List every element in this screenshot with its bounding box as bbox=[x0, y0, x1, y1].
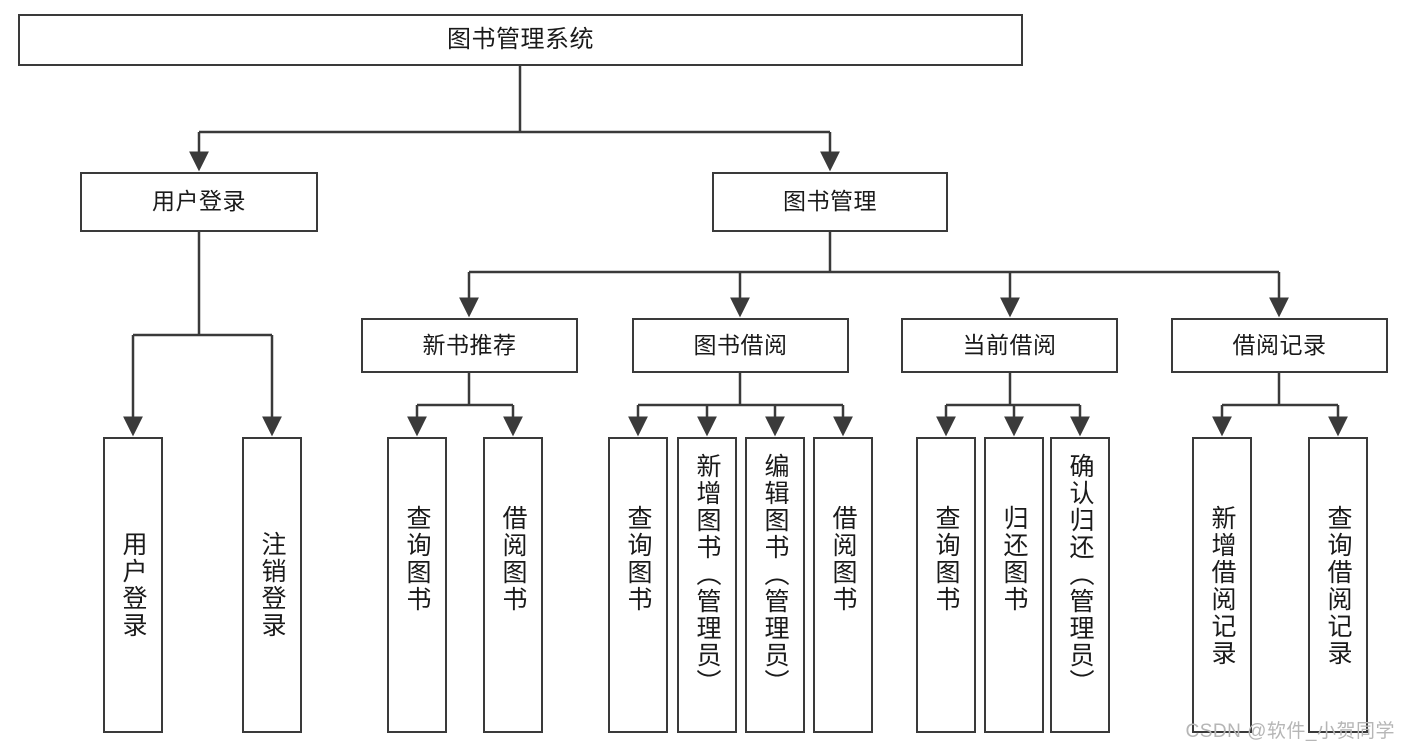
node-leaf-add-record[interactable]: 新增借阅记录 bbox=[1192, 437, 1252, 733]
node-leaf-edit-book[interactable]: 编辑图书（管理员） bbox=[745, 437, 805, 733]
node-new-book-recommend[interactable]: 新书推荐 bbox=[361, 318, 578, 373]
node-label: 新增借阅记录 bbox=[1208, 505, 1236, 667]
node-leaf-return-book[interactable]: 归还图书 bbox=[984, 437, 1044, 733]
node-label: 图书管理系统 bbox=[447, 25, 594, 53]
node-label: 新书推荐 bbox=[422, 331, 517, 358]
node-leaf-user-logout[interactable]: 注销登录 bbox=[242, 437, 302, 733]
node-label: 查询图书 bbox=[624, 505, 652, 613]
node-leaf-add-book[interactable]: 新增图书（管理员） bbox=[677, 437, 737, 733]
node-leaf-query-record[interactable]: 查询借阅记录 bbox=[1308, 437, 1368, 733]
node-label: 借阅图书 bbox=[499, 505, 527, 613]
node-label: 注销登录 bbox=[258, 531, 286, 639]
csdn-watermark: CSDN @软件_小贺同学 bbox=[1185, 721, 1395, 742]
node-label: 当前借阅 bbox=[962, 331, 1057, 358]
node-label: 归还图书 bbox=[1000, 505, 1028, 613]
node-label: 新增图书（管理员） bbox=[693, 453, 721, 696]
node-leaf-borrow-book-2[interactable]: 借阅图书 bbox=[813, 437, 873, 733]
node-label: 确认归还（管理员） bbox=[1066, 453, 1094, 696]
node-label: 图书借阅 bbox=[693, 331, 788, 358]
node-label: 图书管理 bbox=[783, 188, 877, 215]
node-leaf-query-book-1[interactable]: 查询图书 bbox=[387, 437, 447, 733]
node-root-book-management-system[interactable]: 图书管理系统 bbox=[18, 14, 1023, 66]
node-label: 查询图书 bbox=[932, 505, 960, 613]
node-leaf-confirm-return[interactable]: 确认归还（管理员） bbox=[1050, 437, 1110, 733]
node-user-login[interactable]: 用户登录 bbox=[80, 172, 318, 232]
node-leaf-query-book-3[interactable]: 查询图书 bbox=[916, 437, 976, 733]
node-label: 借阅图书 bbox=[829, 505, 857, 613]
node-label: 用户登录 bbox=[152, 188, 246, 215]
node-leaf-borrow-book-1[interactable]: 借阅图书 bbox=[483, 437, 543, 733]
node-label: 查询图书 bbox=[403, 505, 431, 613]
node-book-manage[interactable]: 图书管理 bbox=[712, 172, 948, 232]
node-borrow-record[interactable]: 借阅记录 bbox=[1171, 318, 1388, 373]
node-book-borrow[interactable]: 图书借阅 bbox=[632, 318, 849, 373]
node-label: 查询借阅记录 bbox=[1324, 505, 1352, 667]
node-leaf-query-book-2[interactable]: 查询图书 bbox=[608, 437, 668, 733]
node-label: 用户登录 bbox=[119, 531, 147, 639]
node-label: 借阅记录 bbox=[1232, 331, 1327, 358]
node-leaf-user-login[interactable]: 用户登录 bbox=[103, 437, 163, 733]
node-label: 编辑图书（管理员） bbox=[761, 453, 789, 696]
node-current-borrow[interactable]: 当前借阅 bbox=[901, 318, 1118, 373]
